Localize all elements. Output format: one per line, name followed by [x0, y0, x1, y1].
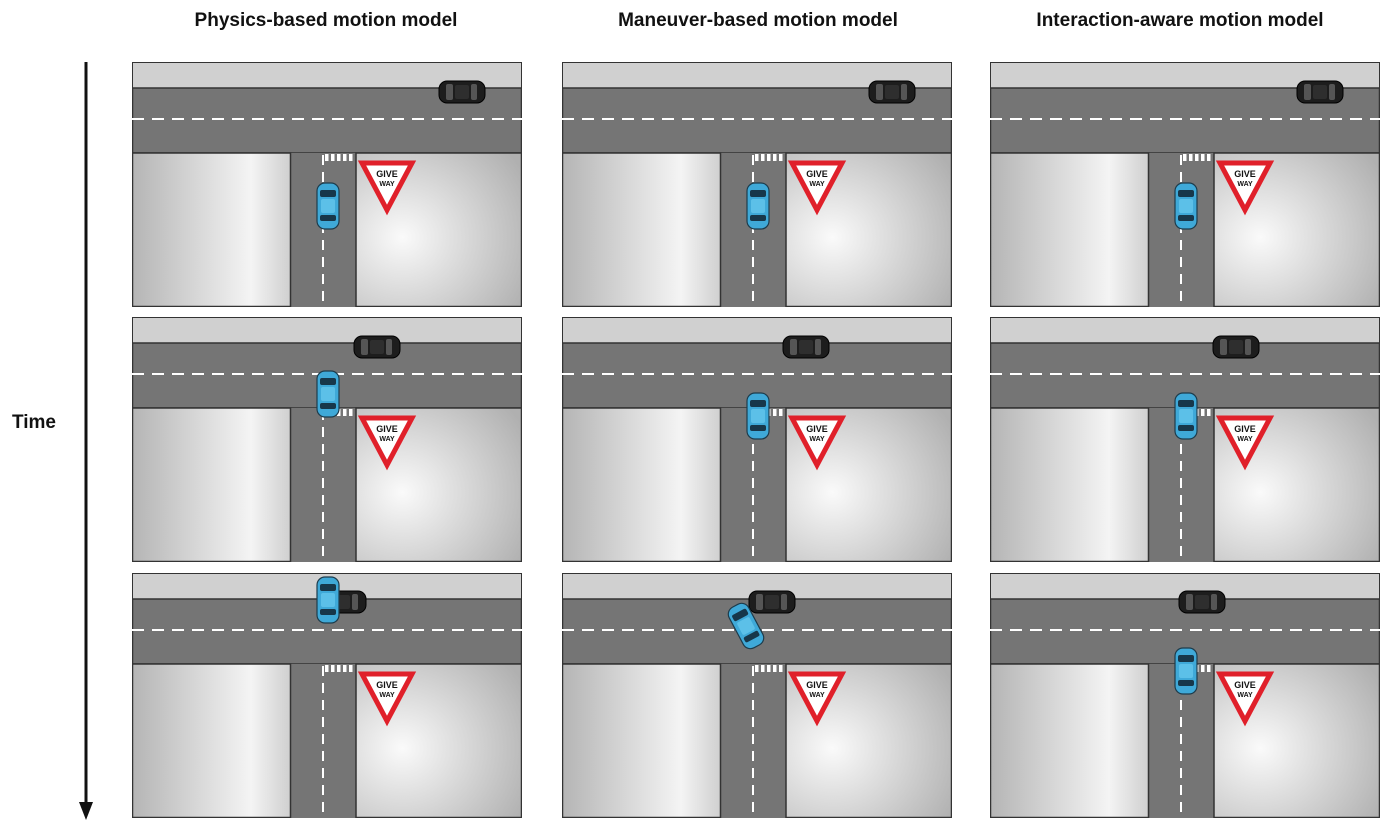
sign-text-line1: GIVE — [1234, 424, 1256, 434]
scene-drawing: GIVE WAY — [132, 62, 522, 307]
ego-car-icon — [316, 576, 340, 624]
scene-drawing: GIVE WAY — [990, 573, 1380, 818]
other-car-icon — [438, 80, 486, 104]
scene-drawing: GIVE WAY — [132, 317, 522, 562]
other-car-icon — [1212, 335, 1260, 359]
other-car-icon — [782, 335, 830, 359]
sign-text-line2: WAY — [809, 692, 825, 699]
sign-text-line1: GIVE — [376, 169, 398, 179]
sign-text-line2: WAY — [809, 436, 825, 443]
scene-drawing: GIVE WAY — [562, 573, 952, 818]
other-car-icon — [868, 80, 916, 104]
ego-car-icon — [1174, 647, 1198, 695]
give-way-sign-icon: GIVE WAY — [1215, 415, 1275, 471]
sign-text-line2: WAY — [1237, 692, 1253, 699]
time-arrow — [79, 62, 93, 820]
scene-interaction-t2: GIVE WAY — [990, 317, 1380, 562]
sign-text-line1: GIVE — [806, 680, 828, 690]
give-way-sign-icon: GIVE WAY — [1215, 671, 1275, 727]
scene-physics-t1: GIVE WAY — [132, 62, 522, 307]
ego-car-icon — [316, 370, 340, 418]
give-way-sign-icon: GIVE WAY — [357, 671, 417, 727]
give-way-sign-icon: GIVE WAY — [787, 415, 847, 471]
ego-car-icon — [746, 182, 770, 230]
scene-drawing: GIVE WAY — [990, 62, 1380, 307]
sign-text-line2: WAY — [1237, 181, 1253, 188]
other-car-icon — [353, 335, 401, 359]
sign-text-line1: GIVE — [806, 424, 828, 434]
ego-car-icon — [316, 182, 340, 230]
column-title-interaction: Interaction-aware motion model — [1036, 10, 1324, 31]
other-car-icon — [748, 590, 796, 614]
scene-physics-t2: GIVE WAY — [132, 317, 522, 562]
ego-car-icon — [746, 392, 770, 440]
column-title-physics: Physics-based motion model — [194, 10, 458, 31]
scene-maneuver-t1: GIVE WAY — [562, 62, 952, 307]
sign-text-line1: GIVE — [376, 424, 398, 434]
scene-interaction-t3: GIVE WAY — [990, 573, 1380, 818]
give-way-sign-icon: GIVE WAY — [787, 671, 847, 727]
sign-text-line1: GIVE — [806, 169, 828, 179]
time-label: Time — [12, 412, 57, 433]
sign-text-line2: WAY — [379, 181, 395, 188]
sign-text-line2: WAY — [1237, 436, 1253, 443]
give-way-sign-icon: GIVE WAY — [357, 160, 417, 216]
column-title-maneuver: Maneuver-based motion model — [618, 10, 898, 31]
scene-drawing: GIVE WAY — [562, 317, 952, 562]
ego-car-icon — [1174, 392, 1198, 440]
give-way-sign-icon: GIVE WAY — [357, 415, 417, 471]
give-way-sign-icon: GIVE WAY — [1215, 160, 1275, 216]
scene-interaction-t1: GIVE WAY — [990, 62, 1380, 307]
sign-text-line1: GIVE — [376, 680, 398, 690]
sign-text-line2: WAY — [809, 181, 825, 188]
sign-text-line1: GIVE — [1234, 680, 1256, 690]
scene-drawing: GIVE WAY — [562, 62, 952, 307]
ego-car-icon — [1174, 182, 1198, 230]
sign-text-line2: WAY — [379, 436, 395, 443]
scene-drawing: GIVE WAY — [990, 317, 1380, 562]
scene-physics-t3: GIVE WAY — [132, 573, 522, 818]
scene-maneuver-t2: GIVE WAY — [562, 317, 952, 562]
scene-maneuver-t3: GIVE WAY — [562, 573, 952, 818]
scene-drawing: GIVE WAY — [132, 573, 522, 818]
sign-text-line1: GIVE — [1234, 169, 1256, 179]
sign-text-line2: WAY — [379, 692, 395, 699]
other-car-icon — [1296, 80, 1344, 104]
other-car-icon — [1178, 590, 1226, 614]
give-way-sign-icon: GIVE WAY — [787, 160, 847, 216]
